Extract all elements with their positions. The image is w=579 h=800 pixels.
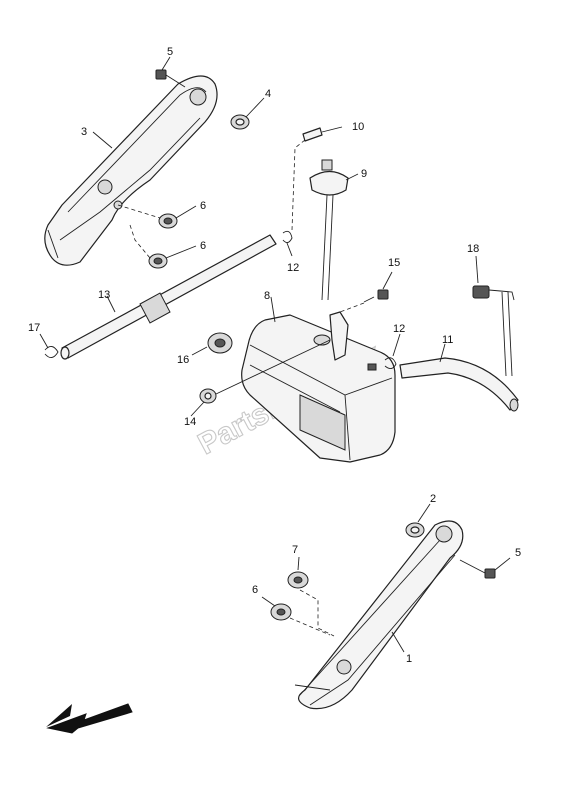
bolt-lower [459, 559, 496, 579]
callout-7: 7 [292, 544, 298, 556]
callout-12-lower: 12 [393, 323, 405, 335]
callout-9: 9 [361, 168, 367, 180]
grommet-upper-1 [158, 213, 178, 229]
breather-hose [60, 234, 277, 360]
collar-14 [199, 388, 217, 404]
oil-hose [399, 357, 519, 412]
bracket-18 [472, 285, 515, 377]
leader-lines [39, 56, 511, 653]
bolt-15 [363, 289, 389, 303]
callout-6-upper-2: 6 [200, 240, 206, 252]
callout-5-lower: 5 [515, 547, 521, 559]
clip-upper [282, 230, 293, 243]
clip-17 [44, 346, 59, 358]
callout-13: 13 [98, 289, 110, 301]
grommet-upper-2 [148, 253, 168, 269]
grommet-7 [287, 571, 309, 589]
callout-8: 8 [264, 290, 270, 302]
grommet-16 [207, 332, 233, 354]
callout-18: 18 [467, 243, 479, 255]
upper-side-cover [44, 75, 218, 266]
pipe-10 [302, 127, 323, 142]
callout-2: 2 [430, 493, 436, 505]
callout-6-upper-1: 6 [200, 200, 206, 212]
lower-side-cover [294, 520, 464, 710]
front-direction-arrow-icon [46, 703, 133, 734]
bolt-top [155, 69, 186, 88]
callout-17: 17 [28, 322, 40, 334]
callout-3: 3 [81, 126, 87, 138]
filler-cap [309, 159, 349, 301]
washer-2 [405, 522, 425, 538]
callout-15: 15 [388, 257, 400, 269]
oil-tank [241, 311, 396, 463]
callout-14: 14 [184, 416, 196, 428]
washer-4 [230, 114, 250, 130]
clip-lower [367, 357, 397, 371]
callout-4: 4 [265, 88, 271, 100]
grommet-lower [270, 603, 292, 621]
callout-10: 10 [352, 121, 364, 133]
callout-12-upper: 12 [287, 262, 299, 274]
callout-6-lower: 6 [252, 584, 258, 596]
callout-1: 1 [406, 653, 412, 665]
callout-11: 11 [442, 334, 453, 346]
callout-5-top: 5 [167, 46, 173, 58]
callout-16: 16 [177, 354, 189, 366]
